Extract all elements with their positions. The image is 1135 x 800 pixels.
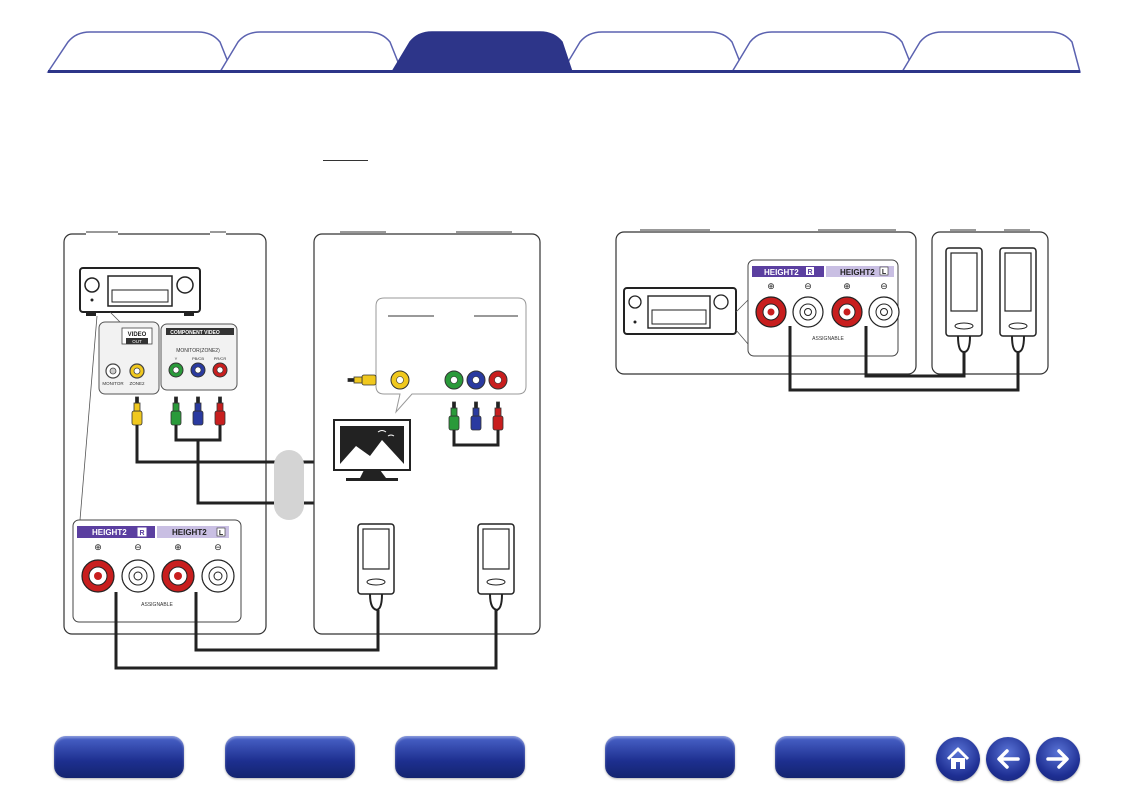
svg-text:⊕: ⊕ xyxy=(767,281,775,291)
tab-3-active[interactable] xyxy=(390,31,574,73)
svg-text:⊕: ⊕ xyxy=(174,542,182,552)
height2-r-label: HEIGHT2 xyxy=(92,528,127,537)
speaker-right xyxy=(477,523,515,595)
monitor-zone2-label: MONITOR(ZONE2) xyxy=(176,348,220,354)
height2-l-label-right: HEIGHT2 xyxy=(840,268,875,277)
footer-button-4[interactable] xyxy=(605,736,735,778)
forward-button[interactable] xyxy=(1036,737,1080,781)
home-icon xyxy=(946,747,970,769)
footer-button-1[interactable] xyxy=(54,736,184,778)
assignable-label-left: ASSIGNABLE xyxy=(141,602,173,608)
tab-4[interactable] xyxy=(560,31,746,73)
speaker-terminal-panel-left: HEIGHT2 R HEIGHT2 L ⊕ ⊖ ⊕ ⊖ ASSIGNABLE xyxy=(72,519,242,623)
home-button[interactable] xyxy=(936,737,980,781)
component-video-panel: COMPONENT VIDEO MONITOR(ZONE2) Y PB/CB P… xyxy=(160,323,238,391)
height2-l-badge: L xyxy=(219,530,224,537)
video-out-sub: OUT xyxy=(132,339,142,344)
tab-2[interactable] xyxy=(218,31,404,73)
zone2-jack-label: ZONE2 xyxy=(129,381,145,386)
connection-diagram: VIDEO OUT MONITOR ZONE2 COMPONENT VIDEO … xyxy=(63,229,1049,670)
svg-text:⊖: ⊖ xyxy=(134,542,142,552)
svg-text:⊖: ⊖ xyxy=(880,281,888,291)
svg-text:⊕: ⊕ xyxy=(94,542,102,552)
monitor-jack-label: MONITOR xyxy=(102,381,124,386)
arrow-left-icon xyxy=(997,749,1020,769)
jack-pb-label: PB/CB xyxy=(192,356,204,361)
speaker-wires-left xyxy=(114,592,498,670)
tab-underline xyxy=(48,70,1080,73)
footer-button-2[interactable] xyxy=(225,736,355,778)
video-label: VIDEO xyxy=(128,332,147,338)
tab-1[interactable] xyxy=(46,31,234,73)
jack-pr-label: PR/CR xyxy=(214,356,227,361)
component-video-label: COMPONENT VIDEO xyxy=(170,330,220,336)
assignable-label-right: ASSIGNABLE xyxy=(812,336,844,342)
height2-r-label-right: HEIGHT2 xyxy=(764,268,799,277)
video-out-panel: VIDEO OUT MONITOR ZONE2 xyxy=(98,321,160,395)
speaker-terminal-panel-right: HEIGHT2 R HEIGHT2 L ⊕ ⊖ ⊕ ⊖ ASSIGNABLE xyxy=(747,259,900,357)
tv-speaker-panel xyxy=(313,231,541,635)
height2-l-label: HEIGHT2 xyxy=(172,528,207,537)
tv-icon xyxy=(333,419,411,481)
av-receiver-front-right xyxy=(623,287,737,335)
svg-text:⊕: ⊕ xyxy=(843,281,851,291)
height2-r-badge-right: R xyxy=(807,269,812,276)
tv-input-callout xyxy=(375,297,527,414)
divider-pill xyxy=(274,450,304,520)
right-speaker-box xyxy=(931,229,1049,375)
height2-r-badge: R xyxy=(139,530,144,537)
svg-text:⊖: ⊖ xyxy=(214,542,222,552)
speaker-left xyxy=(357,523,395,595)
tab-bar xyxy=(46,31,1081,73)
jack-y-label: Y xyxy=(175,356,178,361)
tab-5[interactable] xyxy=(730,31,916,73)
tab-6[interactable] xyxy=(900,31,1081,73)
right-receiver-panel: HEIGHT2 R HEIGHT2 L ⊕ ⊖ ⊕ ⊖ ASSIGNABLE xyxy=(615,229,917,375)
arrow-right-icon xyxy=(1046,749,1069,769)
footer-button-3[interactable] xyxy=(395,736,525,778)
height2-l-badge-right: L xyxy=(882,269,887,276)
footer-button-5[interactable] xyxy=(775,736,905,778)
svg-text:⊖: ⊖ xyxy=(804,281,812,291)
text-underline-mark xyxy=(323,160,368,161)
av-receiver-front xyxy=(79,267,201,316)
back-button[interactable] xyxy=(986,737,1030,781)
speaker-wires-right xyxy=(788,326,1020,392)
